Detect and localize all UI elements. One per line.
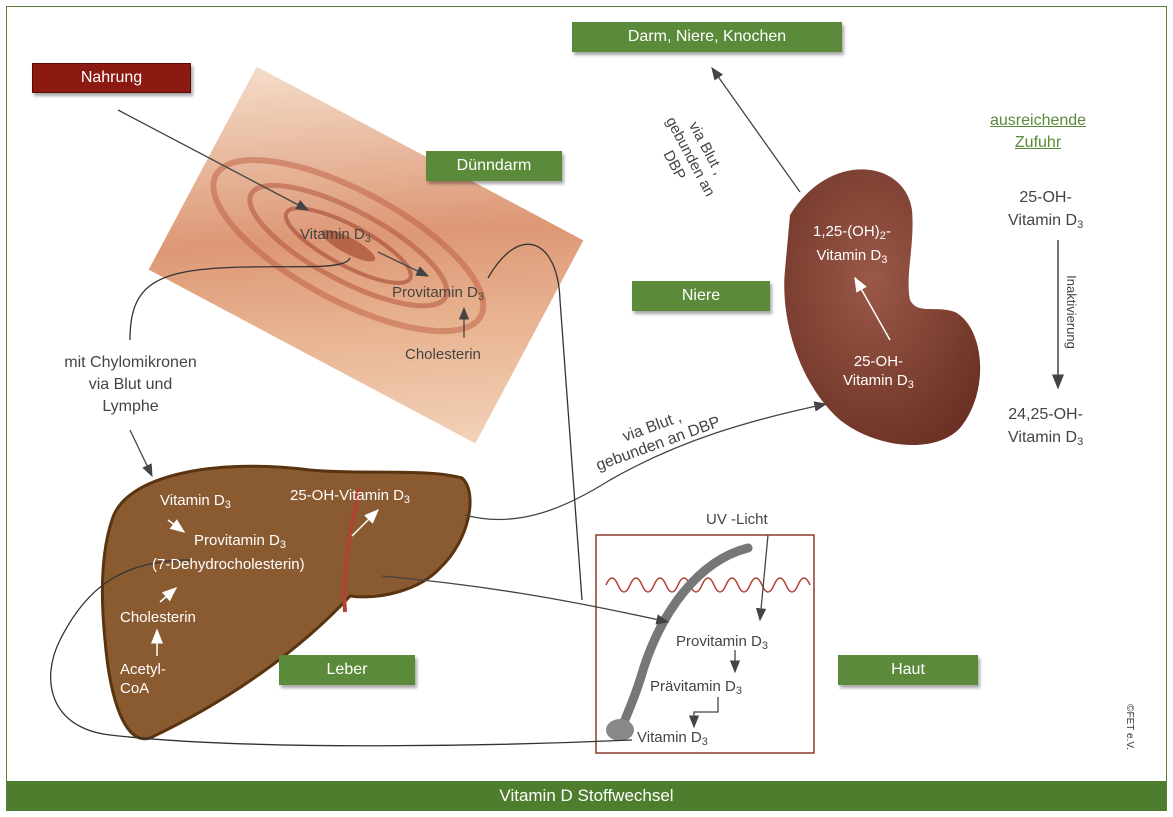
right-25-oh-vitamin-d3: 25-OH- Vitamin D3 <box>1008 186 1083 237</box>
duenndarm-box: Dünndarm <box>426 151 562 181</box>
liver-acetyl-coa: Acetyl-CoA <box>120 660 166 698</box>
haut-box: Haut <box>838 655 978 685</box>
skin-vitamin-d3: Vitamin D3 <box>637 728 708 752</box>
ausreichende-zufuhr-link[interactable]: ausreichendeZufuhr <box>990 110 1086 154</box>
liver-provitamin-d3: Provitamin D3 <box>194 531 286 555</box>
kidney-shape <box>784 169 980 445</box>
liver-cholesterin: Cholesterin <box>120 608 196 627</box>
nahrung-box: Nahrung <box>32 63 191 93</box>
leber-box: Leber <box>279 655 415 685</box>
liver-dehydrocholesterin: (7-Dehydrocholesterin) <box>152 555 305 574</box>
copyright-label: ©FET e.V. <box>1120 704 1138 750</box>
kidney-25-oh-vitamin-d3: 25-OH- Vitamin D3 <box>843 352 914 395</box>
intestine-cholesterin: Cholesterin <box>405 345 481 364</box>
kidney-125-oh2-vitamin-d3: 1,25-(OH)2- Vitamin D3 <box>813 222 891 270</box>
intestine-provitamin-d3: Provitamin D3 <box>392 283 484 307</box>
niere-box: Niere <box>632 281 770 311</box>
liver-25-oh-vitamin-d3: 25-OH-Vitamin D3 <box>290 486 410 510</box>
uv-licht-label: UV -Licht <box>706 510 768 529</box>
skin-provitamin-d3: Provitamin D3 <box>676 632 768 656</box>
intestine-vitamin-d3: Vitamin D3 <box>300 225 371 249</box>
chylomikronen-label: mit Chylomikronenvia Blut undLymphe <box>38 352 223 418</box>
footer-title: Vitamin D Stoffwechsel <box>7 781 1166 811</box>
darm-niere-knochen-box: Darm, Niere, Knochen <box>572 22 842 52</box>
skin-praevitamin-d3: Prävitamin D3 <box>650 677 742 701</box>
hair-bulb <box>606 719 634 741</box>
arrow-chylo-to-liver <box>130 430 152 476</box>
inaktivierung-label: Inaktivierung <box>1062 275 1080 349</box>
liver-vitamin-d3: Vitamin D3 <box>160 491 231 515</box>
right-24-25-oh-vitamin-d3: 24,25-OH- Vitamin D3 <box>1008 403 1083 454</box>
